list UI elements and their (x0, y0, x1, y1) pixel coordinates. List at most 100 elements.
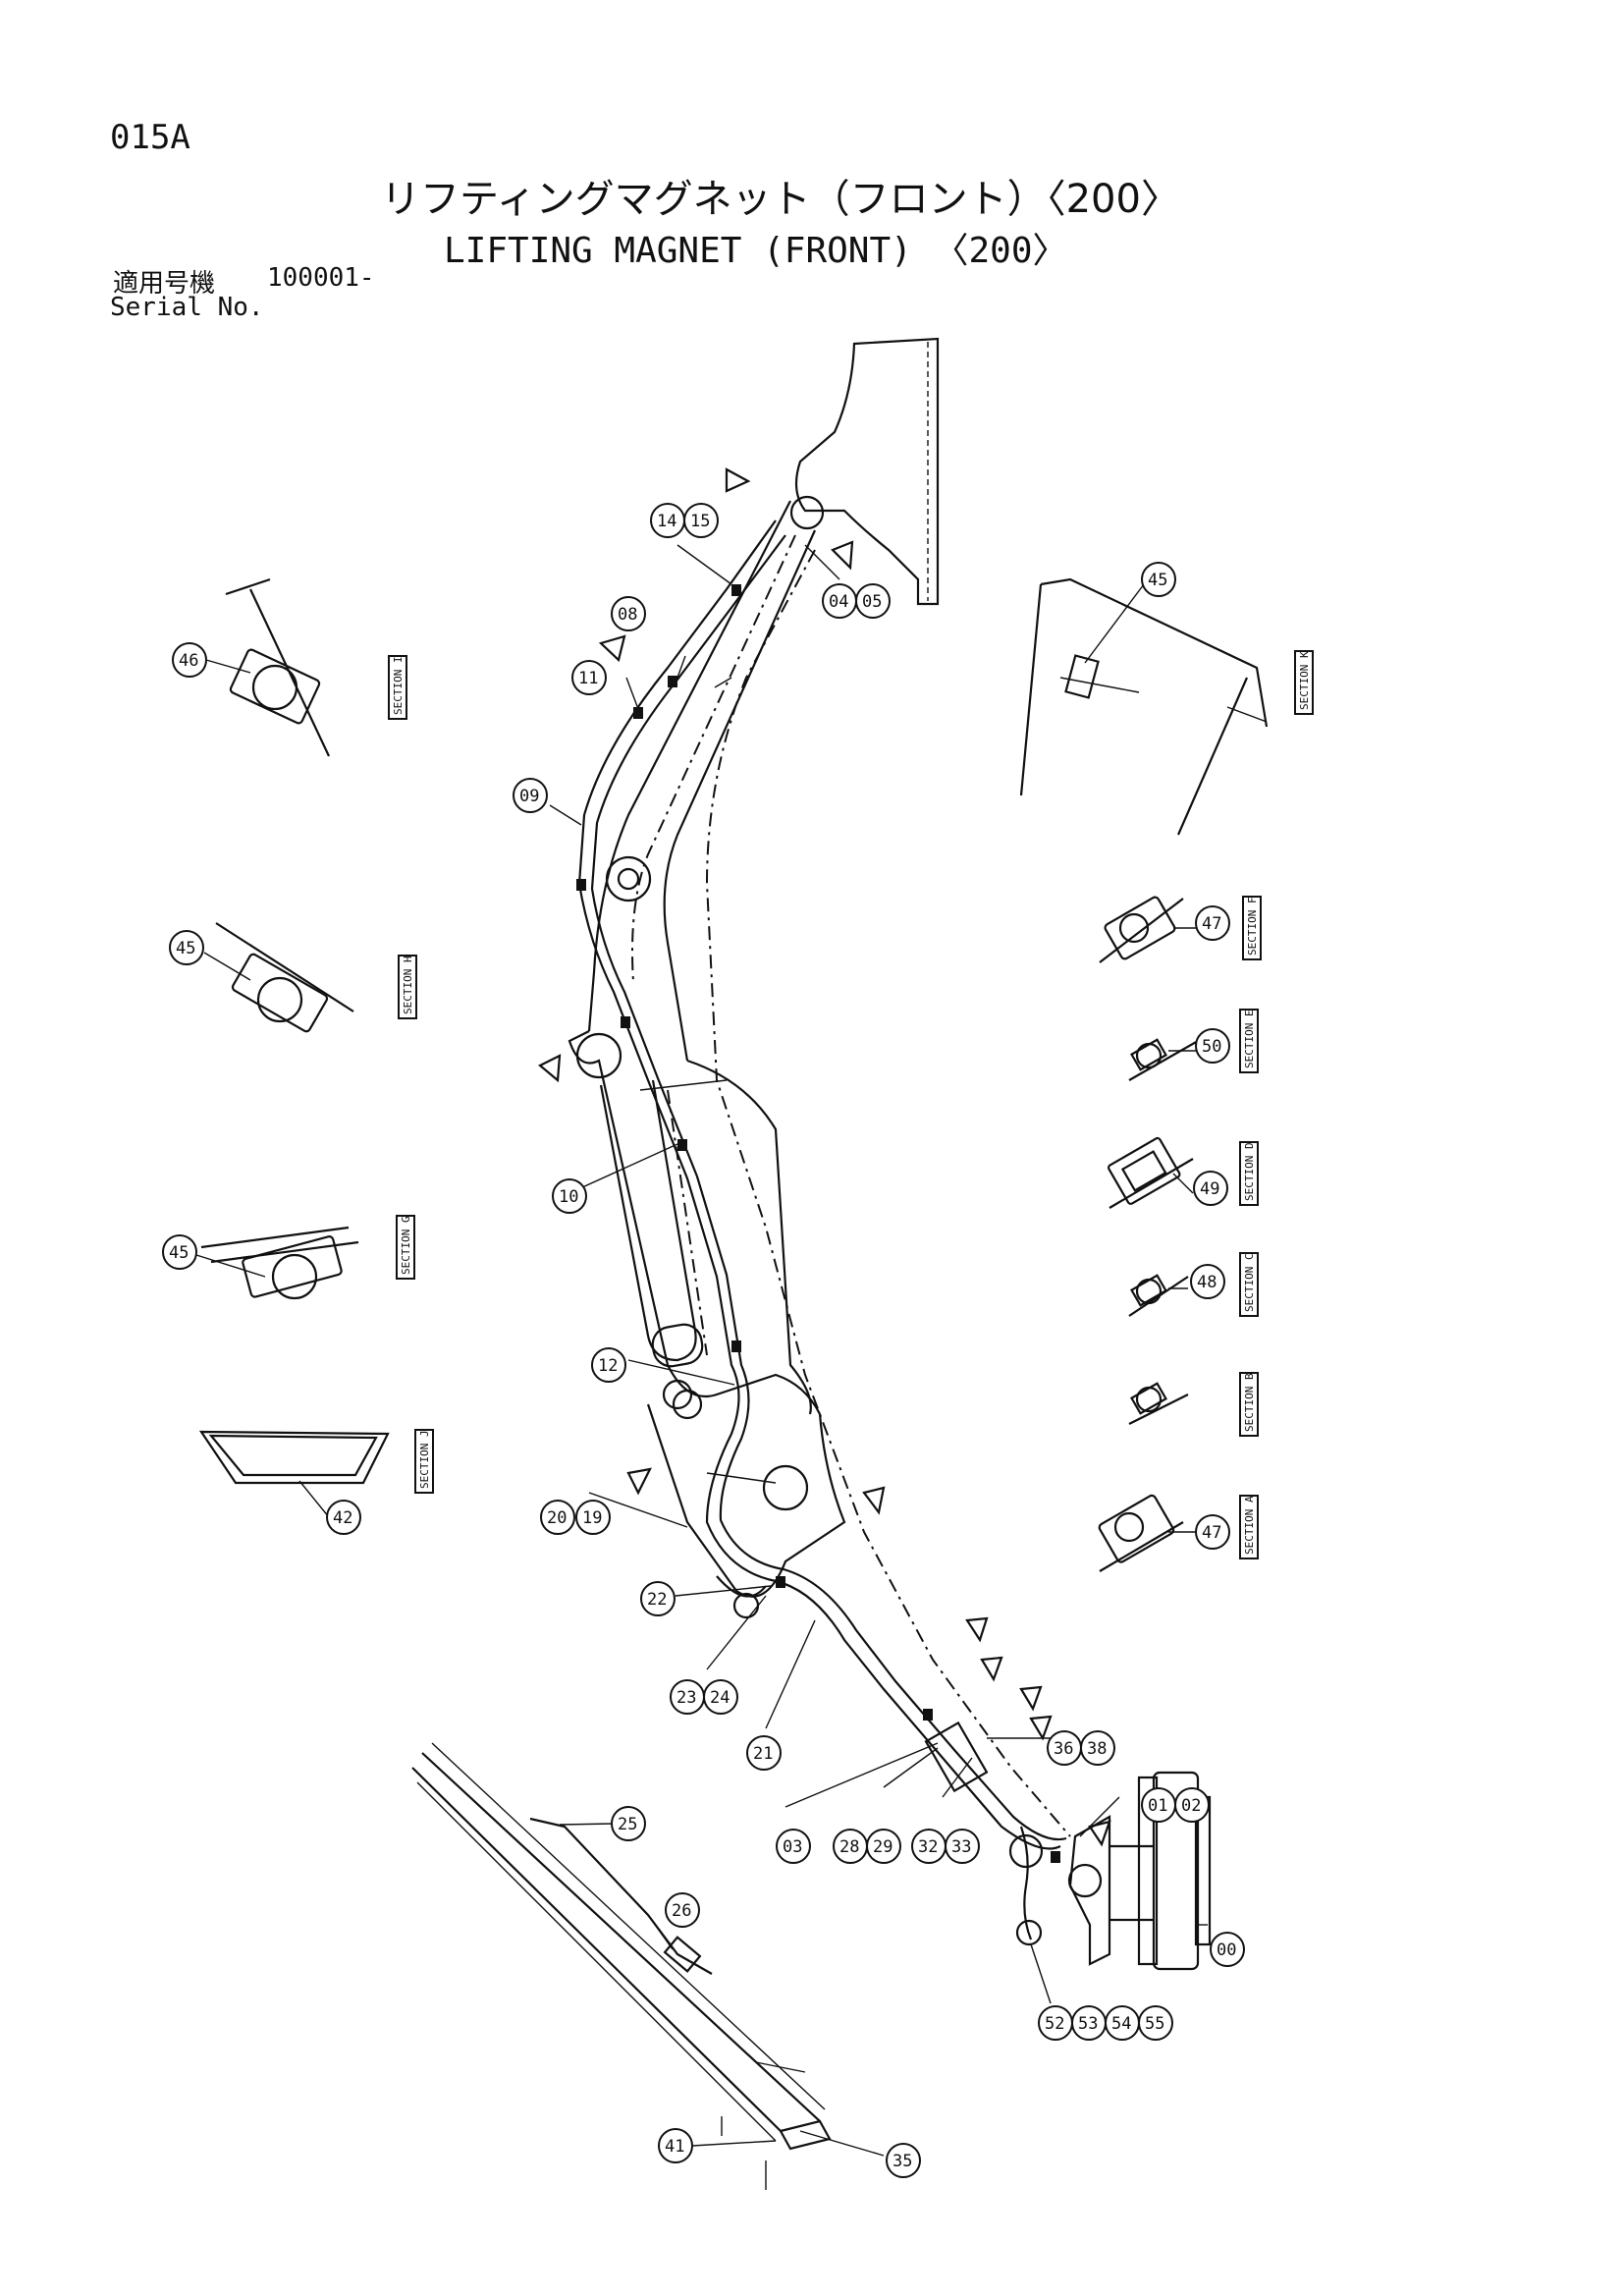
callout-33: 33 (945, 1829, 980, 1864)
boom (587, 500, 817, 1062)
callout-36: 36 (1047, 1730, 1082, 1766)
hose-route (577, 519, 1071, 1850)
svg-text:28: 28 (839, 1837, 859, 1857)
callout-15: 15 (683, 503, 719, 538)
callout-22: 22 (640, 1581, 676, 1616)
callout-42: 42 (326, 1500, 361, 1535)
svg-text:55: 55 (1145, 2014, 1164, 2034)
svg-text:SECTION C: SECTION C (1243, 1253, 1256, 1312)
svg-text:10: 10 (559, 1187, 578, 1207)
callout-14: 14 (650, 503, 685, 538)
svg-text:48: 48 (1197, 1273, 1217, 1292)
title-japanese: リフティングマグネット（フロント）〈200〉 (381, 177, 1180, 222)
callout-29: 29 (866, 1829, 901, 1864)
section-label-b: SECTION B (1239, 1372, 1259, 1437)
callout-26: 26 (665, 1892, 700, 1928)
svg-text:54: 54 (1111, 2014, 1131, 2034)
callout-11: 11 (571, 660, 607, 695)
clamp-view-i (225, 577, 330, 757)
arm (568, 1030, 821, 1511)
callout-01: 01 (1141, 1787, 1176, 1823)
section-k-view (1019, 577, 1269, 836)
svg-text:SECTION G: SECTION G (400, 1216, 412, 1275)
svg-text:42: 42 (333, 1508, 352, 1528)
callout-49: 49 (1193, 1171, 1228, 1206)
arm-detail-view (411, 1742, 832, 2190)
callout-53: 53 (1071, 2005, 1107, 2041)
svg-text:52: 52 (1045, 2014, 1064, 2034)
svg-text:21: 21 (753, 1744, 773, 1764)
svg-text:45: 45 (1148, 571, 1167, 590)
svg-text:33: 33 (951, 1837, 971, 1857)
callout-55: 55 (1138, 2005, 1173, 2041)
svg-text:46: 46 (179, 651, 198, 671)
svg-text:09: 09 (519, 787, 539, 806)
section-label-a: SECTION A (1239, 1495, 1259, 1559)
callout-54: 54 (1105, 2005, 1140, 2041)
svg-text:20: 20 (547, 1508, 567, 1528)
callout-12: 12 (591, 1347, 626, 1383)
section-label-f: SECTION F (1242, 896, 1262, 960)
clamp-view-c (1128, 1274, 1189, 1317)
svg-text:SECTION I: SECTION I (392, 656, 405, 715)
svg-text:04: 04 (829, 592, 848, 612)
svg-text:11: 11 (578, 669, 598, 688)
callout-10: 10 (552, 1178, 587, 1214)
callout-45-g: 45 (162, 1234, 197, 1270)
svg-text:47: 47 (1202, 914, 1221, 934)
clamp-view-d (1108, 1136, 1194, 1209)
callout-45-k: 45 (1141, 562, 1176, 597)
serial-number-value: 100001- (267, 263, 375, 293)
svg-text:08: 08 (618, 605, 637, 625)
svg-text:SECTION E: SECTION E (1243, 1010, 1256, 1068)
hose-clamps (576, 584, 1060, 1863)
svg-text:12: 12 (598, 1356, 618, 1376)
svg-text:02: 02 (1181, 1796, 1201, 1816)
section-labels: SECTION I SECTION H SECTION G SECTION J … (388, 650, 1314, 1559)
svg-text:14: 14 (657, 512, 676, 531)
svg-text:29: 29 (873, 1837, 893, 1857)
svg-text:35: 35 (893, 2152, 912, 2171)
clamp-view-a (1098, 1494, 1184, 1572)
svg-text:SECTION B: SECTION B (1243, 1373, 1256, 1432)
svg-text:23: 23 (676, 1688, 696, 1708)
clamp-view-e (1128, 1038, 1199, 1081)
svg-text:05: 05 (862, 592, 882, 612)
svg-text:22: 22 (647, 1590, 667, 1610)
serial-label-japanese: 適用号機 (113, 269, 216, 299)
svg-text:SECTION H: SECTION H (402, 956, 414, 1014)
callout-41: 41 (658, 2128, 693, 2163)
callout-46: 46 (172, 642, 207, 678)
callout-23: 23 (670, 1679, 705, 1715)
clamp-view-j (198, 1430, 390, 1485)
callout-47-f: 47 (1195, 905, 1230, 941)
callout-50: 50 (1195, 1028, 1230, 1064)
callout-47-a: 47 (1195, 1514, 1230, 1550)
svg-text:47: 47 (1202, 1523, 1221, 1543)
callout-21: 21 (746, 1735, 782, 1771)
callout-00: 00 (1210, 1932, 1245, 1967)
callout-09: 09 (513, 778, 548, 813)
svg-text:45: 45 (176, 939, 195, 958)
svg-text:49: 49 (1200, 1179, 1219, 1199)
part-callouts: 14 15 04 05 08 11 09 10 12 20 19 22 23 2… (162, 503, 1245, 2178)
svg-text:SECTION A: SECTION A (1243, 1496, 1256, 1555)
svg-text:38: 38 (1087, 1739, 1107, 1759)
svg-text:03: 03 (783, 1837, 802, 1857)
section-label-c: SECTION C (1239, 1252, 1259, 1317)
callout-45-h: 45 (169, 930, 204, 965)
svg-text:SECTION K: SECTION K (1298, 651, 1311, 710)
callout-19: 19 (575, 1500, 611, 1535)
callout-03: 03 (776, 1829, 811, 1864)
svg-text:15: 15 (690, 512, 710, 531)
svg-text:24: 24 (710, 1688, 730, 1708)
serial-label-english: Serial No. (110, 293, 264, 322)
machine-body-outline (789, 337, 940, 606)
clamp-view-b (1128, 1382, 1189, 1425)
svg-text:53: 53 (1078, 2014, 1098, 2034)
svg-text:19: 19 (582, 1508, 602, 1528)
page-code: 015A (110, 118, 190, 157)
callout-52: 52 (1038, 2005, 1073, 2041)
junction-box (924, 1721, 989, 1793)
